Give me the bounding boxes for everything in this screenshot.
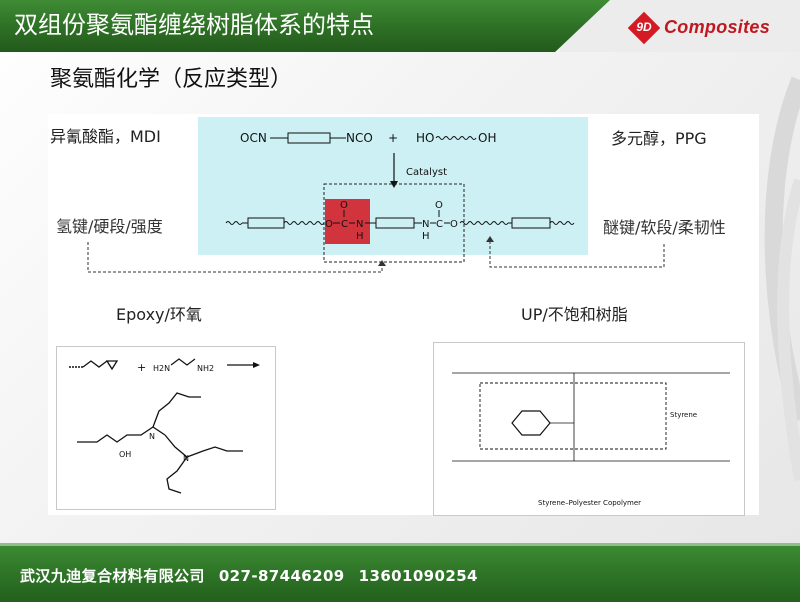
styrene-label: Styrene: [670, 411, 697, 419]
label-hard-segment: 氢键/硬段/强度: [56, 217, 163, 236]
svg-text:+: +: [137, 361, 146, 374]
label-soft-segment: 醚键/软段/柔韧性: [603, 218, 726, 237]
urethane-h-right: H: [422, 231, 430, 242]
section-subtitle: 聚氨酯化学（反应类型）: [50, 67, 293, 92]
nco-text: NCO: [346, 131, 373, 145]
decorative-background-curves: [764, 76, 800, 481]
company-logo: 9D Composites: [627, 11, 793, 45]
urethane-highlight: [325, 199, 370, 244]
oh-text: OH: [478, 131, 496, 145]
footer-phone-2: 13601090254: [358, 567, 478, 585]
up-caption: Styrene–Polyester Copolymer: [538, 499, 641, 507]
urethane-o-top-left: O: [340, 200, 348, 211]
plus-text: +: [388, 131, 398, 145]
urethane-c-left: C: [341, 219, 348, 230]
logo-text: Composites: [664, 17, 771, 37]
epoxy-structure-drawing: + H2N NH2 N N OH: [69, 358, 260, 494]
label-isocyanate: 异氰酸酯，MDI: [50, 127, 161, 146]
urethane-o-left: O: [325, 219, 333, 230]
svg-text:H2N: H2N: [153, 364, 170, 373]
label-epoxy: Epoxy/环氧: [116, 305, 202, 324]
footer-company: 武汉九迪复合材料有限公司: [20, 567, 205, 585]
logo-mark: 9D: [636, 20, 652, 34]
urethane-c-right: C: [436, 219, 443, 230]
catalyst-text: Catalyst: [406, 167, 447, 178]
footer-phone-1: 027-87446209: [218, 567, 345, 585]
epoxy-reaction-image: + H2N NH2 N N OH: [56, 346, 276, 510]
footer-contact: 武汉九迪复合材料有限公司 027-87446209 13601090254: [20, 565, 492, 586]
urethane-o-right: O: [450, 219, 458, 230]
urethane-o-top-right: O: [435, 200, 443, 211]
label-polyol: 多元醇，PPG: [611, 129, 707, 148]
slide-title: 双组份聚氨酯缠绕树脂体系的特点: [14, 11, 374, 39]
urethane-reaction-scheme: OCN NCO + HO OH Catalyst O C O N H N H: [87, 131, 665, 273]
aryl-block: [287, 132, 331, 144]
urethane-h-left: H: [356, 231, 364, 242]
svg-text:NH2: NH2: [197, 364, 214, 373]
up-copolymer-image: Styrene Styrene–Polyester Copolymer: [433, 342, 745, 516]
styrene-polyester-drawing: Styrene Styrene–Polyester Copolymer: [452, 372, 730, 507]
footer-bar: [0, 546, 800, 602]
svg-text:OH: OH: [119, 450, 131, 459]
polyol-chain: [435, 136, 477, 140]
ho-text: HO: [416, 131, 434, 145]
header-green-band: [0, 0, 610, 52]
svg-text:N: N: [183, 454, 189, 463]
urethane-n-left: N: [356, 219, 363, 230]
footer-divider: [0, 543, 800, 546]
header-bar: 双组份聚氨酯缠绕树脂体系的特点 9D Composites: [0, 0, 800, 52]
ocn-text: OCN: [240, 131, 267, 145]
svg-text:N: N: [149, 432, 155, 441]
label-up-resin: UP/不饱和树脂: [521, 305, 628, 324]
urethane-n-right: N: [422, 219, 429, 230]
